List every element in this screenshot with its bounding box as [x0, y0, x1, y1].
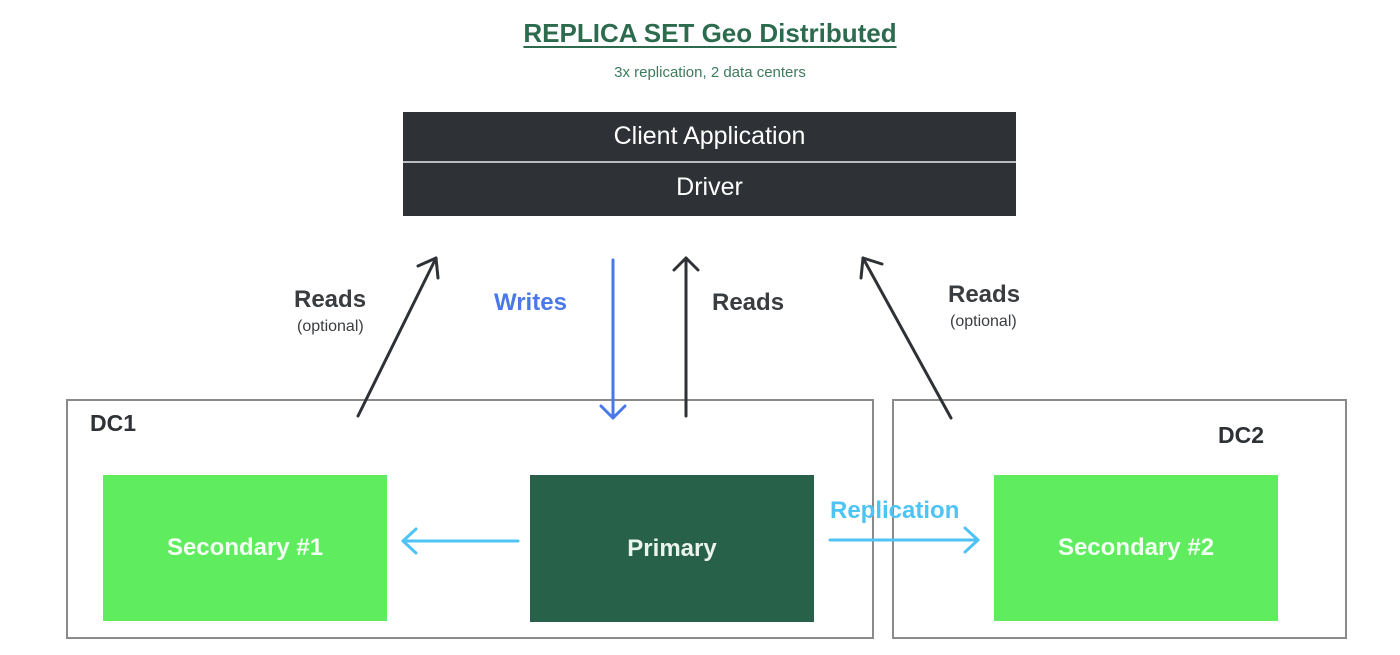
reads-optional-arrow-left: [356, 256, 440, 418]
driver-label: Driver: [676, 173, 743, 201]
client-divider: [403, 161, 1016, 163]
reads-left-label: Reads: [294, 286, 367, 313]
reads-right-label: Reads: [948, 281, 1021, 308]
dc1-label: DC1: [90, 410, 137, 436]
replication-label: Replication: [830, 497, 960, 524]
diagram-title: REPLICA SET Geo Distributed: [523, 18, 897, 48]
reads-left-note: (optional): [297, 318, 364, 335]
secondary-1-node: Secondary #1: [103, 475, 387, 621]
replication-arrow-secondary-2: [828, 526, 980, 554]
reads-optional-arrow-right: [859, 256, 953, 420]
reads-primary-label: Reads: [712, 289, 785, 316]
writes-arrow: [599, 258, 627, 420]
reads-primary-arrow: [672, 256, 700, 418]
secondary-2-node: Secondary #2: [994, 475, 1278, 621]
replication-arrow-secondary-1: [401, 527, 520, 555]
diagram-subtitle: 3x replication, 2 data centers: [614, 64, 806, 81]
writes-label: Writes: [494, 289, 567, 316]
primary-node: Primary: [530, 475, 814, 622]
dc2-label: DC2: [1218, 422, 1265, 448]
reads-right-note: (optional): [950, 313, 1017, 330]
client-application-label: Client Application: [613, 122, 806, 150]
client-application-box: Client Application Driver: [403, 112, 1016, 216]
